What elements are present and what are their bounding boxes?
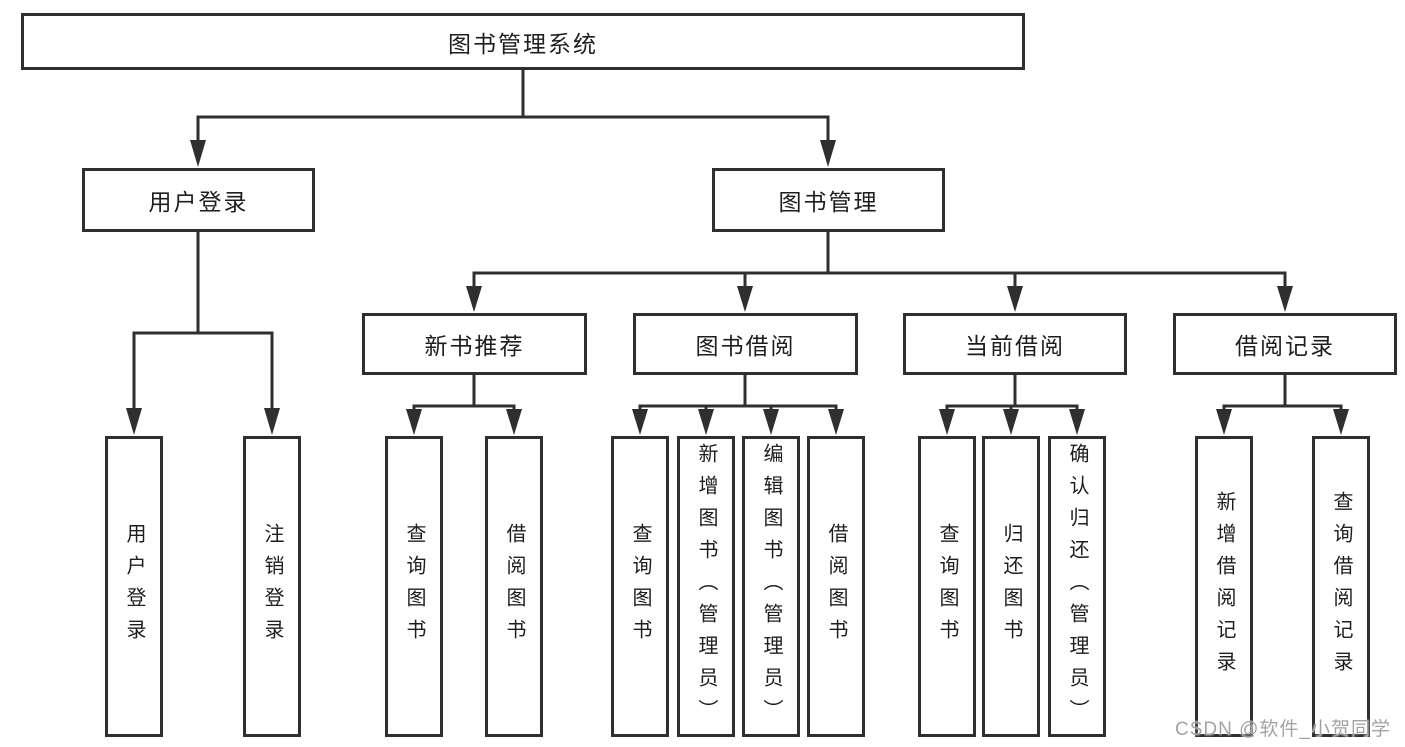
node-user-login: 用户登录	[82, 168, 315, 232]
arrowhead-icon	[466, 286, 482, 312]
node-label: 注销登录	[261, 522, 283, 651]
node-edit-books-admin: 编辑图书（管理员）	[742, 436, 800, 737]
edge-group-book-management	[466, 232, 1293, 312]
node-return-books: 归还图书	[982, 436, 1040, 737]
node-label: 借阅图书	[825, 522, 847, 651]
node-user-login-leaf: 用户登录	[105, 436, 163, 737]
arrowhead-icon	[763, 409, 779, 435]
arrowhead-icon	[1333, 409, 1349, 435]
node-query-books-current: 查询图书	[918, 436, 976, 737]
edge-group-user-login	[126, 232, 280, 435]
node-label: 确认归还（管理员）	[1066, 442, 1088, 731]
node-library-management-system: 图书管理系统	[21, 13, 1025, 70]
arrowhead-icon	[1069, 409, 1085, 435]
node-label: 查询图书	[403, 522, 425, 651]
arrowhead-icon	[1003, 409, 1019, 435]
node-label: 新书推荐	[424, 333, 525, 359]
arrowhead-icon	[406, 409, 422, 435]
edge-group-current-borrowing	[939, 375, 1085, 435]
node-label: 借阅图书	[503, 522, 525, 651]
node-label: 用户登录	[148, 189, 249, 215]
node-label: 编辑图书（管理员）	[760, 442, 782, 731]
arrowhead-icon	[828, 409, 844, 435]
node-book-borrowing: 图书借阅	[633, 313, 858, 375]
arrowhead-icon	[632, 409, 648, 435]
node-current-borrowing: 当前借阅	[903, 313, 1127, 375]
arrowhead-icon	[1007, 286, 1023, 312]
arrowhead-icon	[820, 140, 836, 167]
arrowhead-icon	[126, 408, 142, 435]
arrowhead-icon	[506, 409, 522, 435]
arrowhead-icon	[737, 286, 753, 312]
node-borrowing-records: 借阅记录	[1173, 313, 1397, 375]
node-add-books-admin: 新增图书（管理员）	[677, 436, 735, 737]
csdn-watermark: CSDN @软件_小贺同学	[1175, 719, 1391, 740]
node-label: 查询借阅记录	[1330, 490, 1352, 683]
edge-group-borrowing-records	[1216, 375, 1349, 435]
node-label: 查询图书	[936, 522, 958, 651]
node-query-books-recommend: 查询图书	[385, 436, 443, 737]
node-label: 归还图书	[1000, 522, 1022, 651]
node-borrow-books: 借阅图书	[807, 436, 865, 737]
edge-group-book-borrowing	[632, 375, 844, 435]
arrowhead-icon	[190, 140, 206, 167]
arrowhead-icon	[698, 409, 714, 435]
node-new-book-recommend: 新书推荐	[362, 313, 587, 375]
node-label: 当前借阅	[965, 333, 1065, 359]
edge-group-root	[190, 70, 836, 167]
edge-group-new-book-recommend	[406, 375, 522, 435]
node-label: 借阅记录	[1235, 333, 1335, 359]
arrowhead-icon	[939, 409, 955, 435]
node-label: 图书借阅	[695, 333, 796, 359]
node-logout: 注销登录	[243, 436, 301, 737]
node-label: 新增借阅记录	[1213, 490, 1235, 683]
node-query-books-borrowing: 查询图书	[611, 436, 669, 737]
node-label: 用户登录	[123, 522, 145, 651]
node-label: 新增图书（管理员）	[695, 442, 717, 731]
node-query-borrow-record: 查询借阅记录	[1312, 436, 1370, 737]
node-label: 查询图书	[629, 522, 651, 651]
node-borrow-books-recommend: 借阅图书	[485, 436, 543, 737]
arrowhead-icon	[1277, 286, 1293, 312]
node-label: 图书管理	[778, 189, 879, 215]
node-label: 图书管理系统	[448, 30, 598, 57]
node-book-management: 图书管理	[712, 168, 945, 232]
node-confirm-return-admin: 确认归还（管理员）	[1048, 436, 1106, 737]
arrowhead-icon	[264, 408, 280, 435]
arrowhead-icon	[1216, 409, 1232, 435]
node-add-borrow-record: 新增借阅记录	[1195, 436, 1253, 737]
